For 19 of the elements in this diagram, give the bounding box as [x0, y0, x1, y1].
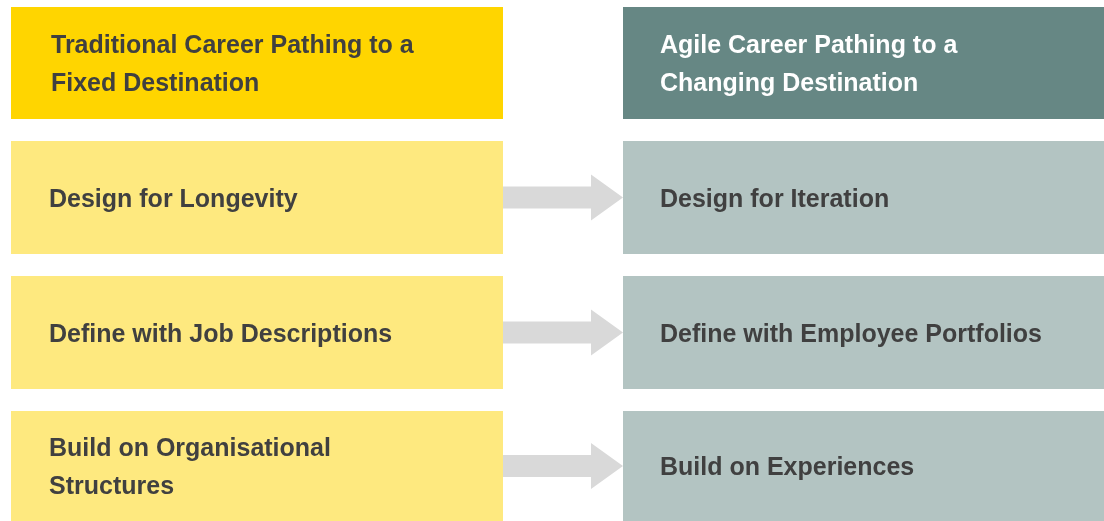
item-box — [11, 141, 503, 254]
item-box — [11, 411, 503, 521]
block-arrow — [503, 174, 623, 221]
box-label: Build on Experiences — [660, 451, 916, 482]
header-box — [11, 7, 503, 119]
box-label: Build on Organisational Structures — [49, 432, 332, 501]
item-box — [11, 276, 503, 389]
block-arrow — [503, 309, 623, 356]
box-label: Define with Employee Portfolios — [660, 317, 1043, 349]
box-label: Define with Job Descriptions — [49, 317, 394, 349]
item-box — [623, 276, 1104, 389]
block-arrow — [503, 443, 623, 489]
header-box — [623, 7, 1104, 119]
box-label: Traditional Career Pathing to a Fixed Destination — [51, 29, 415, 98]
item-box — [623, 141, 1104, 254]
item-box — [623, 411, 1104, 521]
box-label: Agile Career Pathing to a Changing Destination — [660, 29, 959, 98]
box-label: Design for Longevity — [49, 182, 299, 214]
box-label: Design for Iteration — [660, 182, 891, 214]
